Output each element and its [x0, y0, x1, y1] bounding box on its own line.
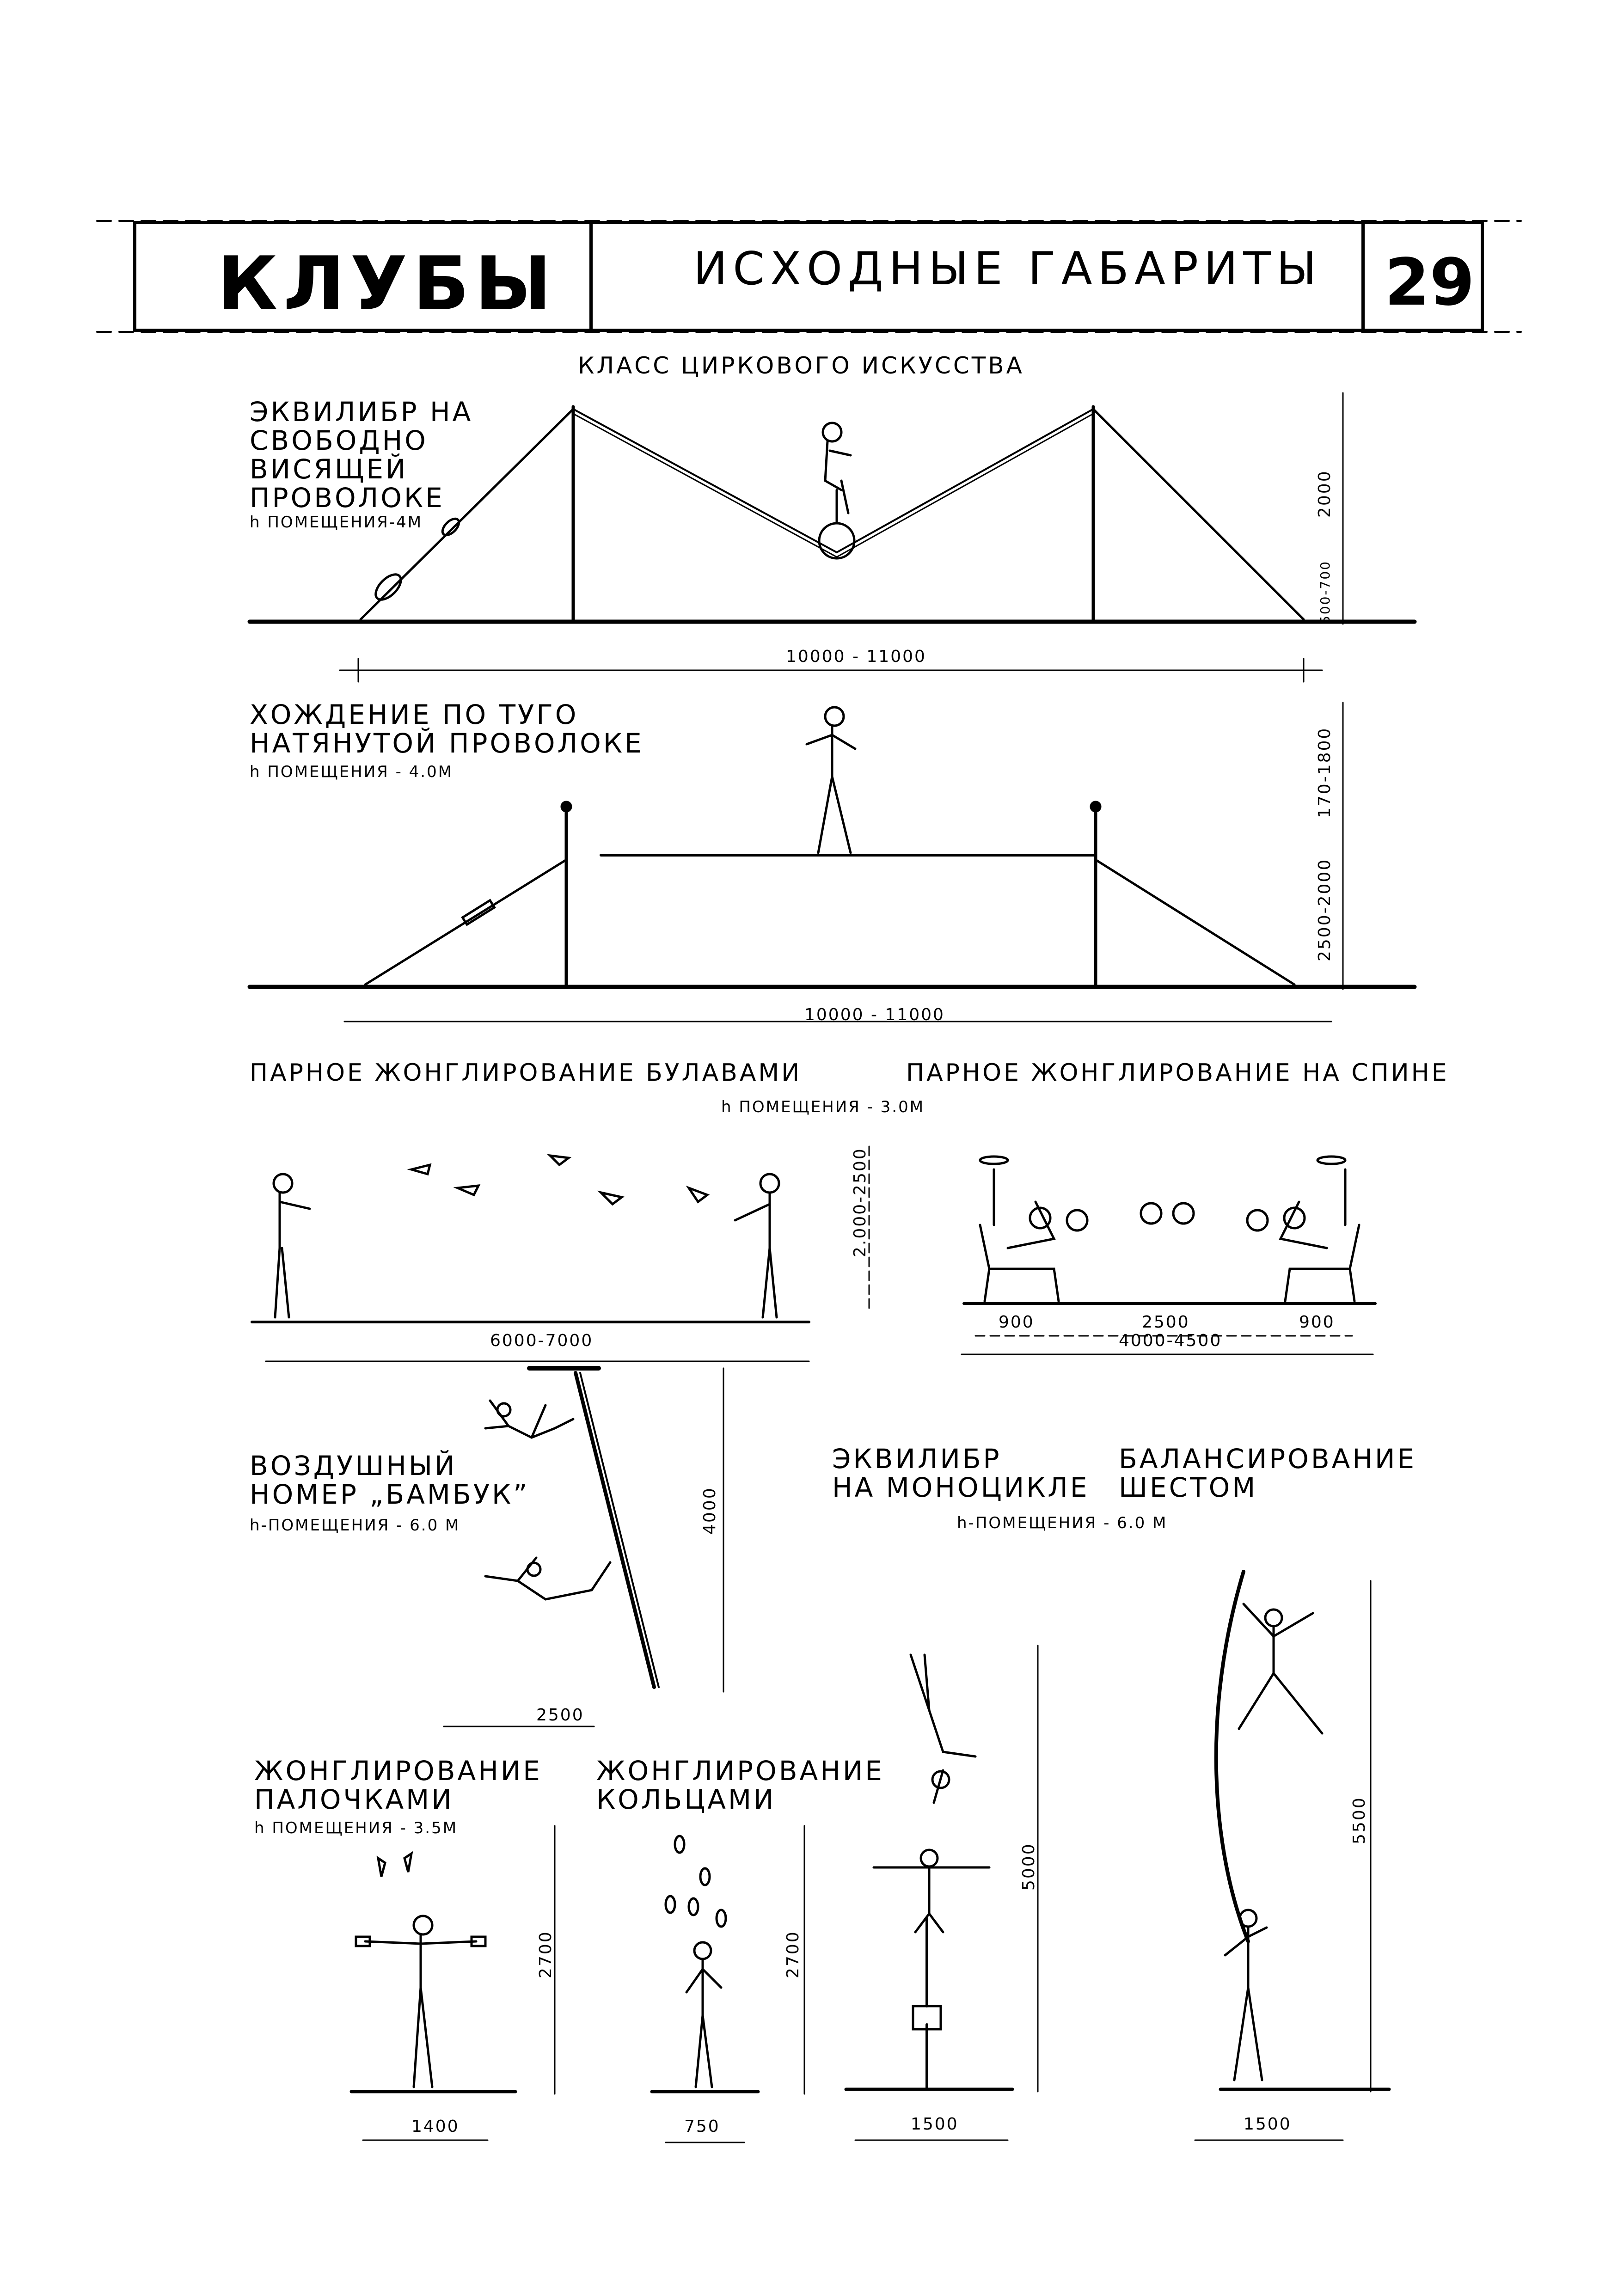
dim-width-sticks: 1400 — [411, 2117, 460, 2136]
room-height-unicycle: h-ПОМЕЩЕНИЯ - 6.0 М — [957, 1514, 1168, 1532]
dim-width-pair-clubs: 6000-7000 — [490, 1331, 594, 1350]
act-label-sticks: ЖОНГЛИРОВАНИЕ ПАЛОЧКАМИ — [254, 1755, 542, 1815]
dim-width-bamboo: 2500 — [536, 1706, 584, 1725]
dim-width-pair-back: 4000-4500 — [1119, 1331, 1222, 1350]
act-label-rings: ЖОНГЛИРОВАНИЕ КОЛЬЦАМИ — [596, 1755, 884, 1815]
act-label-pole: БАЛАНСИРОВАНИЕ ШЕСТОМ — [1119, 1443, 1416, 1503]
diagram-rings — [650, 1825, 805, 2143]
header-cell-title — [136, 224, 593, 329]
room-height-wire-tight: h ПОМЕЩЕНИЯ - 4.0М — [250, 763, 453, 781]
diagram-sticks — [349, 1825, 556, 2141]
act-label-pair-clubs: ПАРНОЕ ЖОНГЛИРОВАНИЕ БУЛАВАМИ — [250, 1059, 802, 1087]
dim-width-unicycle: 1500 — [911, 2115, 959, 2134]
page-title: КЛУБЫ — [217, 240, 557, 327]
room-height-pair-clubs: h ПОМЕЩЕНИЯ - 3.0М — [721, 1098, 925, 1116]
room-height-sticks: h ПОМЕЩЕНИЯ - 3.5М — [254, 1819, 458, 1837]
dim-pair-back-left: 900 — [999, 1313, 1035, 1332]
page-subtitle: ИСХОДНЫЕ ГАБАРИТЫ — [693, 243, 1322, 295]
diagram-unicycle — [844, 1645, 1039, 2141]
room-height-bamboo: h-ПОМЕЩЕНИЯ - 6.0 М — [250, 1516, 460, 1535]
header-dash-lines — [96, 220, 1522, 333]
diagram-pole — [1194, 1570, 1391, 2141]
diagram-wire-loose — [247, 392, 1417, 683]
diagram-wire-tight — [247, 702, 1417, 1022]
dim-width-pole: 1500 — [1244, 2115, 1292, 2134]
header-frame — [133, 221, 1484, 332]
act-label-unicycle: ЭКВИЛИБР НА МОНОЦИКЛЕ — [832, 1443, 1090, 1503]
act-label-bamboo: ВОЗДУШНЫЙ НОМЕР „БАМБУК” — [250, 1450, 530, 1510]
page-number: 29 — [1385, 245, 1475, 320]
dim-width-wire-loose: 10000 - 11000 — [786, 647, 926, 666]
dim-width-rings: 750 — [684, 2117, 720, 2136]
dim-pair-back-right: 900 — [1299, 1313, 1335, 1332]
header-cell-subtitle — [589, 224, 1365, 329]
room-height-wire-loose: h ПОМЕЩЕНИЯ-4М — [250, 513, 423, 532]
dim-pair-back-mid: 2500 — [1142, 1313, 1190, 1332]
act-label-wire-tight: ХОЖДЕНИЕ ПО ТУГО НАТЯНУТОЙ ПРОВОЛОКЕ — [250, 699, 644, 759]
diagram-pair-back — [961, 1155, 1377, 1355]
section-title: КЛАСС ЦИРКОВОГО ИСКУССТВА — [578, 352, 1024, 379]
diagram-bamboo — [443, 1366, 724, 1727]
act-label-wire-loose: ЭКВИЛИБР НА СВОБОДНО ВИСЯЩЕЙ ПРОВОЛОКЕ — [250, 396, 473, 514]
diagram-pair-clubs — [251, 1145, 870, 1362]
act-label-pair-back: ПАРНОЕ ЖОНГЛИРОВАНИЕ НА СПИНЕ — [906, 1059, 1449, 1087]
